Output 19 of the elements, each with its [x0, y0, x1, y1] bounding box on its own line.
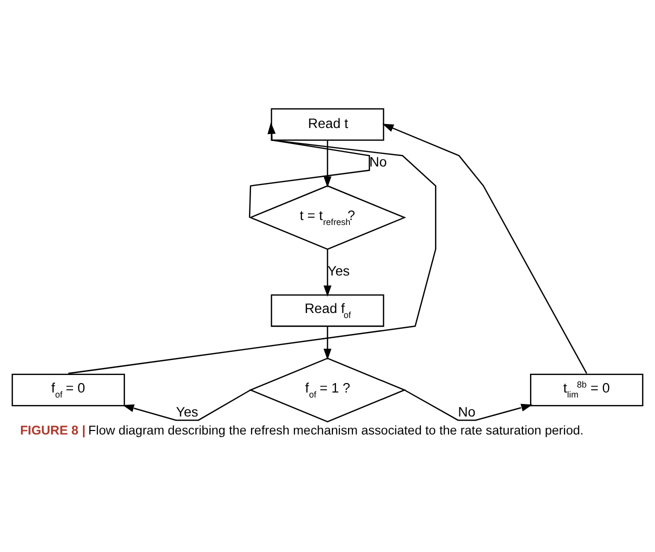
arrow: [324, 249, 332, 297]
arrow: [324, 326, 332, 360]
node-box: Read f$_{of}$: [270, 294, 384, 327]
edge-label: No: [458, 404, 476, 420]
node-diamond: f$_{of}$ = 1 ?: [248, 358, 406, 422]
arrow: [248, 122, 370, 218]
edge-label: No: [369, 154, 387, 170]
arrow: [68, 122, 436, 374]
arrow: [382, 124, 588, 374]
caption: FIGURE 8 | Flow diagram describing the refresh mechanism associated to the rate saturation period.: [20, 424, 584, 438]
node-box: f$_{of}$ = 0: [12, 374, 125, 406]
node-box: t$_{lim}$$^{8b}$ = 0: [530, 374, 644, 406]
edge-label: Yes: [328, 264, 350, 279]
node-box: Read t: [270, 108, 384, 141]
arrow: [324, 140, 332, 188]
arrow: [404, 389, 532, 421]
arrow: [122, 389, 251, 421]
node-diamond: t = t$_{refresh}$?: [248, 185, 406, 250]
edge-label: Yes: [176, 404, 198, 420]
